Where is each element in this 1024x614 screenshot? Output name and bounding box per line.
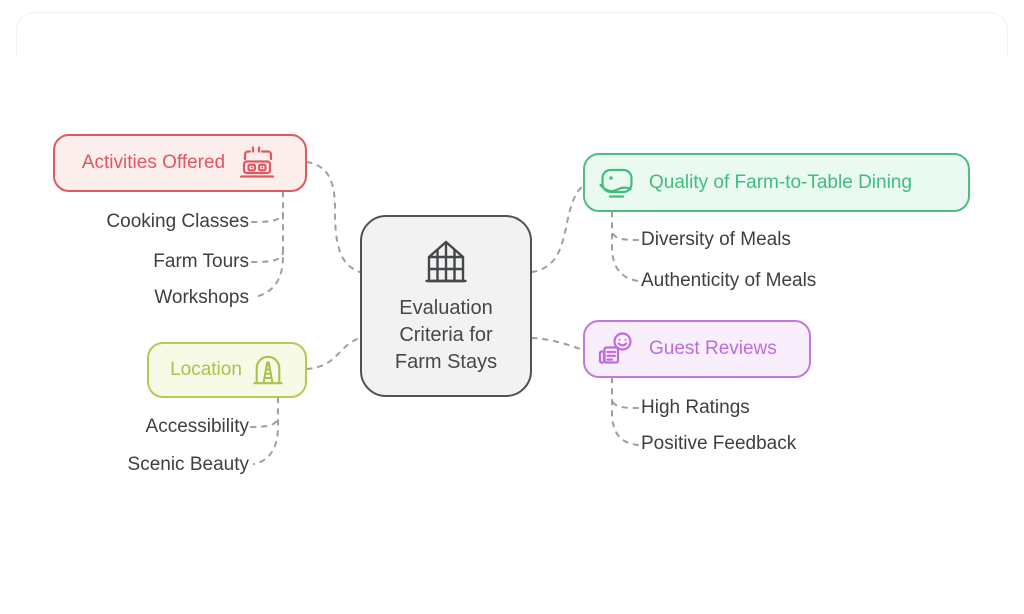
branch-cooking-classes: [251, 212, 284, 223]
node-activities-offered[interactable]: Activities Offered: [53, 134, 307, 192]
connector-activities-center: [306, 161, 361, 273]
branch-farm-tours: [251, 252, 284, 263]
leaf-farm-tours[interactable]: Farm Tours: [153, 251, 249, 272]
trunk-activities: [254, 191, 284, 298]
connector-location-center: [306, 337, 361, 370]
trunk-reviews: [611, 377, 639, 446]
center-title-line-1: Evaluation: [399, 297, 493, 319]
connector-center-reviews: [531, 337, 584, 351]
node-quality-dining-label: Quality of Farm-to-Table Dining: [649, 171, 912, 193]
branch-accessibility: [250, 417, 279, 428]
tunnel-track-icon: [253, 355, 283, 385]
greenhouse-icon: [425, 240, 467, 283]
node-quality-dining[interactable]: Quality of Farm-to-Table Dining: [583, 153, 970, 212]
feedback-smiley-icon: [598, 332, 632, 364]
leaf-diversity-of-meals[interactable]: Diversity of Meals: [641, 229, 791, 250]
trunk-location: [253, 397, 279, 465]
node-location[interactable]: Location: [147, 342, 307, 398]
leaf-cooking-classes[interactable]: Cooking Classes: [106, 211, 249, 232]
trunk-dining: [611, 211, 639, 282]
leaf-accessibility[interactable]: Accessibility: [145, 416, 249, 437]
classroom-presentation-icon: [240, 146, 275, 178]
node-guest-reviews[interactable]: Guest Reviews: [583, 320, 811, 378]
node-activities-offered-label: Activities Offered: [81, 152, 226, 173]
center-title-line-3: Farm Stays: [394, 351, 498, 373]
leaf-positive-feedback[interactable]: Positive Feedback: [641, 433, 797, 454]
center-title: Evaluation Criteria for Farm Stays: [395, 295, 497, 376]
leaf-workshops[interactable]: Workshops: [154, 287, 249, 308]
leaf-high-ratings[interactable]: High Ratings: [641, 397, 750, 418]
node-guest-reviews-label: Guest Reviews: [649, 338, 777, 359]
branch-high-ratings: [611, 398, 639, 409]
dining-bubble-icon: [599, 168, 633, 198]
center-title-line-2: Criteria for: [399, 324, 493, 346]
node-location-label: Location: [170, 359, 242, 380]
card-top-edge: [16, 12, 1008, 57]
node-evaluation-criteria[interactable]: Evaluation Criteria for Farm Stays: [360, 215, 532, 397]
leaf-scenic-beauty[interactable]: Scenic Beauty: [127, 454, 249, 475]
connector-center-dining: [531, 185, 584, 273]
branch-diversity: [611, 229, 639, 241]
leaf-authenticity-of-meals[interactable]: Authenticity of Meals: [641, 270, 817, 291]
